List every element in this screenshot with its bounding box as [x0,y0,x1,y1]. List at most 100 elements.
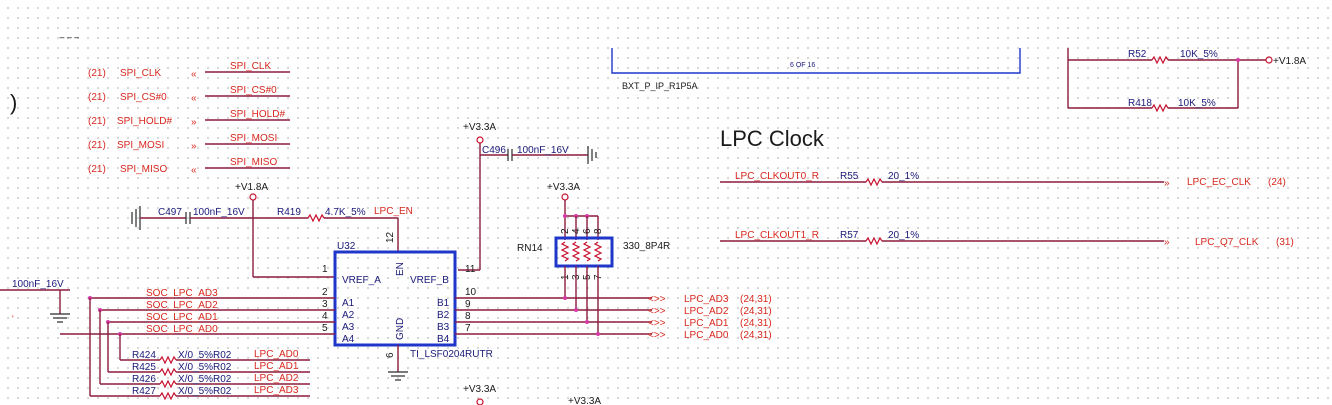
resistor-icon [560,241,570,262]
spi-net-right: SPI_CS#0 [230,85,277,96]
net-ref: (24,31) [740,318,772,329]
resistor-ref: R419 [277,207,301,218]
offpage-connector-icon: » [191,117,197,128]
net-label: SOC_LPC_AD1 [146,312,218,323]
resistor-value: X/0_5%R02 [178,374,232,385]
partial-top-text: ‾ ‾ ‾ [59,36,80,50]
resistor-value: 10K_5% [1180,49,1218,60]
bottom-resistor-row: R427 X/0_5%R02 LPC_AD3 [90,385,310,401]
cap-value: 100nF_16V [517,145,569,156]
resistor-ref: R57 [840,230,859,241]
spi-net-left: SPI_CS#0 [120,92,167,103]
pin-name: A3 [342,322,355,333]
power-rail-icon [249,193,257,201]
spi-block: (21) SPI_CLK « SPI_CLK (21) SPI_CS#0 « S… [88,61,290,176]
power-rail-label: +V1.8A [1273,56,1306,67]
clock-net: LPC_CLKOUT0_R [735,171,819,182]
resistor-icon [865,236,883,246]
pin-name: B4 [437,334,450,345]
bottom-rails: +V3.3A +V3.3A [463,384,601,405]
net-label: LPC_AD2 [254,373,299,384]
resistor-value: X/0_5%R02 [178,350,232,361]
resistor-icon [1151,103,1169,113]
pin-name: B2 [437,310,450,321]
resistor-icon [159,355,177,365]
pin-name: B3 [437,322,450,333]
spi-row-miso: (21) SPI_MISO « SPI_MISO [88,157,290,176]
pin-name: VREF_B [410,275,449,286]
spi-row-clk: (21) SPI_CLK « SPI_CLK [88,61,290,80]
spi-ref: (21) [88,116,106,127]
offpage-connector-icon: « [191,165,197,176]
resistor-ref: R418 [1128,98,1152,109]
clock-line-0: LPC_CLKOUT0_R R55 20_1% » LPC_EC_CLK (24… [720,171,1286,189]
pin-name: A2 [342,310,355,321]
pin-name: A4 [342,334,355,345]
net-label: LPC_AD3 [684,294,729,305]
resistor-ref: R52 [1128,49,1147,60]
ic-u32: U32 VREF_A VREF_B EN GND A1 A2 A3 A4 B1 … [322,231,493,381]
net-label: SOC_LPC_AD2 [146,300,218,311]
pin-number: 5 [322,323,328,334]
net-label: LPC_AD1 [254,361,299,372]
spi-net-right: SPI_MOSI [230,133,277,144]
soc-part-name: BXT_P_IP_R1P5A [622,81,698,91]
pin-number: 10 [465,287,477,298]
resistor-ref: R425 [132,362,156,373]
pin-number: 6 [385,352,396,358]
bidir-connector-icon: <>> [648,330,666,341]
bottom-resistor-row: R426 X/0_5%R02 LPC_AD2 [100,373,310,389]
net-label: SOC_LPC_AD3 [146,288,218,299]
resistor-value: 20_1% [888,171,919,182]
power-rail-label: +V3.3A [568,396,601,405]
ground-icon [50,313,70,323]
pin-number: 7 [465,323,471,334]
net-ref: (24,31) [740,294,772,305]
spi-net-right: SPI_CLK [230,61,271,72]
bottom-resistor-row: R425 X/0_5%R02 LPC_AD1 [108,361,310,377]
resistor-network-rn14: +V3.3A 2 4 6 8 1 3 5 7 RN14 330_8P4R [517,182,670,334]
section-title: LPC Clock [720,126,825,151]
offpage-connector-icon: » [1164,237,1170,248]
net-label: SOC_LPC_AD0 [146,324,218,335]
clock-out-ref: (31) [1276,237,1294,248]
partial-mark: ' [12,314,14,324]
pullup-network: R52 10K_5% R418 10K_5% +V1.8A [1067,48,1306,113]
resistor-value: 10K_5% [1178,98,1216,109]
lpc-output-bus: <>> <>> <>> <>> LPC_AD3 LPC_AD2 LPC_AD1 … [455,294,772,341]
pin-number: 4 [571,228,582,234]
clock-line-1: LPC_CLKOUT1_R R57 20_1% » LPC_Q7_CLK (31… [720,230,1294,248]
resistor-value: X/0_5%R02 [178,386,232,397]
bottom-resistor-row: R424 X/0_5%R02 LPC_AD0 [120,349,310,365]
bidir-connector-icon: <>> [648,294,666,305]
power-rail-icon [476,398,484,405]
resistor-icon [593,241,603,262]
rn-ref: RN14 [517,243,543,254]
net-label: LPC_AD3 [254,385,299,396]
bottom-resistors: R424 X/0_5%R02 LPC_AD0 R425 X/0_5%R02 LP… [90,349,310,401]
pin-number: 3 [322,299,328,310]
power-rail-label: +V1.8A [235,182,268,193]
pin-number: 8 [593,228,604,234]
power-rail-label: +V3.3A [463,122,496,133]
resistor-icon [582,241,592,262]
clock-out-net: LPC_Q7_CLK [1195,237,1259,248]
pin-number: 8 [465,311,471,322]
pin-name: EN [395,262,406,276]
vref-a-network: +V1.8A C497 100nF_16V R419 4.7K_5% LPC_E… [131,182,413,278]
resistor-icon [159,367,177,377]
resistor-icon [571,241,581,262]
ground-icon [388,371,408,381]
pin-number: 4 [322,311,328,322]
pin-number: 2 [560,228,571,234]
left-paren: ) [10,90,17,115]
offpage-connector-icon: « [191,69,197,80]
pin-number: 11 [465,264,476,275]
net-ref: (24,31) [740,306,772,317]
ground-icon [131,206,141,230]
spi-ref: (21) [88,68,106,79]
resistor-ref: R427 [132,386,156,397]
power-rail-icon [561,193,569,201]
cap-c496: +V3.3A C496 100nF_16V [458,122,597,271]
resistor-icon [1151,55,1169,65]
